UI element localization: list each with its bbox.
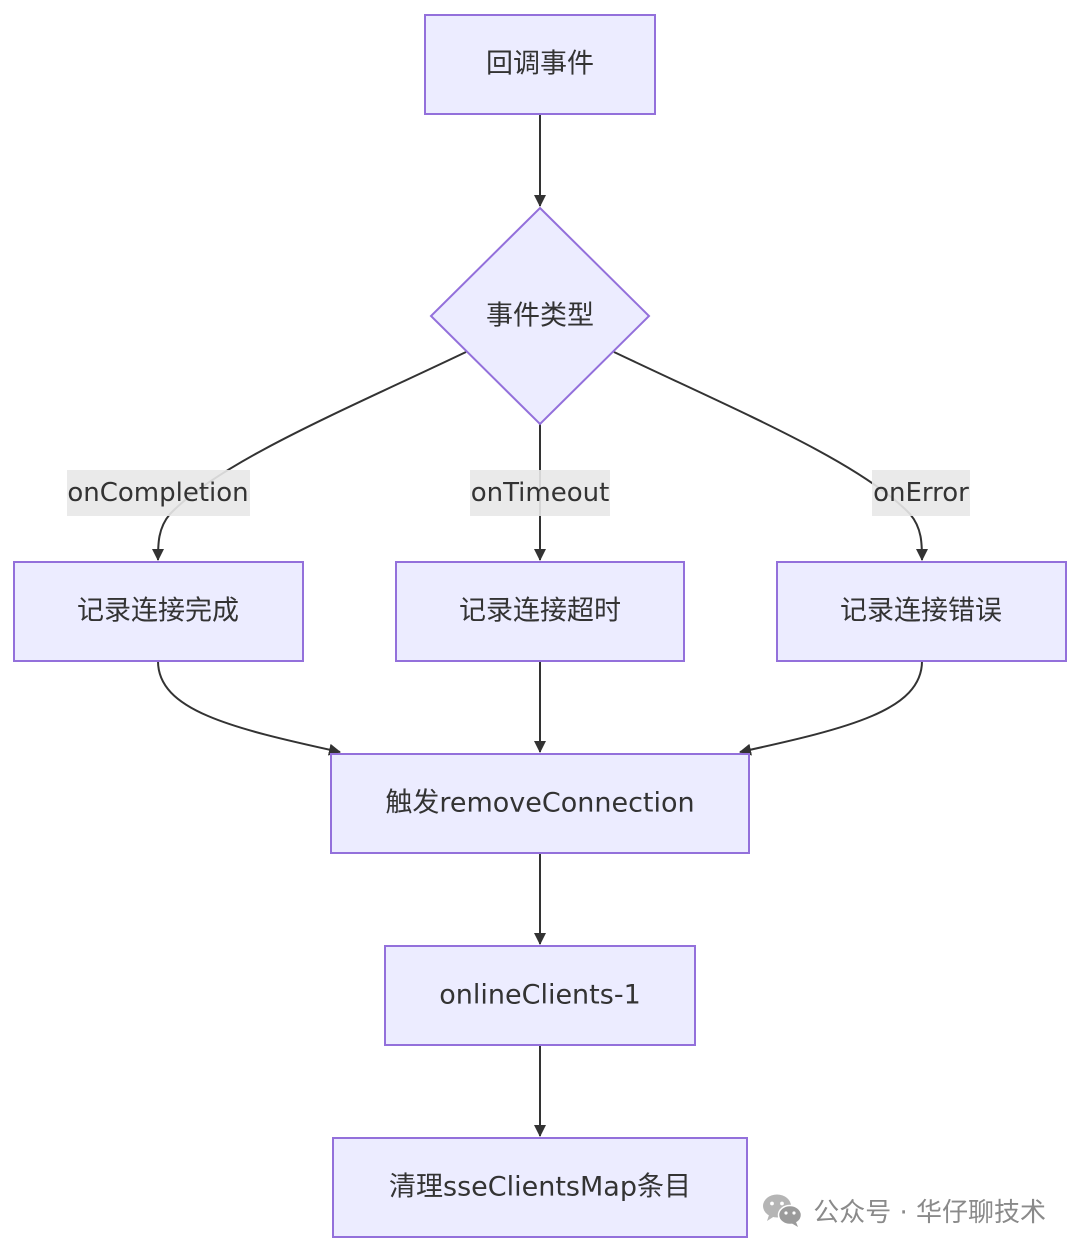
node-trigger-remove-label: 触发removeConnection [385, 788, 694, 819]
node-cleanup-label: 清理sseClientsMap条目 [389, 1172, 691, 1203]
edge-label-on-completion-text: onCompletion [67, 478, 248, 508]
edge-label-on-error: onError [872, 470, 970, 516]
node-event-type: 事件类型 [429, 206, 651, 426]
node-trigger-remove: 触发removeConnection [330, 753, 750, 854]
edge-type-to-error [613, 351, 928, 561]
node-log-timeout: 记录连接超时 [395, 561, 685, 662]
node-log-complete: 记录连接完成 [13, 561, 304, 662]
node-online-clients: onlineClients-1 [384, 945, 696, 1046]
edge-error-to-trigger [739, 660, 923, 756]
wechat-icon [763, 1194, 803, 1227]
edge-type-to-complete [152, 351, 467, 561]
edge-label-on-completion: onCompletion [67, 470, 250, 516]
edge-label-on-timeout: onTimeout [470, 470, 610, 516]
node-log-error-label: 记录连接错误 [840, 596, 1002, 627]
edge-complete-to-trigger [157, 660, 341, 756]
node-event-type-label: 事件类型 [486, 301, 594, 332]
node-log-complete-label: 记录连接完成 [77, 596, 239, 627]
node-callback-event: 回调事件 [424, 14, 656, 115]
node-cleanup: 清理sseClientsMap条目 [332, 1137, 748, 1238]
watermark: 公众号 · 华仔聊技术 [761, 1190, 1046, 1230]
watermark-text: 公众号 · 华仔聊技术 [813, 1197, 1046, 1228]
edge-label-on-error-text: onError [873, 478, 969, 508]
node-online-clients-label: onlineClients-1 [439, 980, 641, 1011]
node-log-timeout-label: 记录连接超时 [459, 596, 621, 627]
node-callback-event-label: 回调事件 [486, 49, 594, 80]
node-log-error: 记录连接错误 [776, 561, 1067, 662]
edge-label-on-timeout-text: onTimeout [471, 478, 610, 508]
